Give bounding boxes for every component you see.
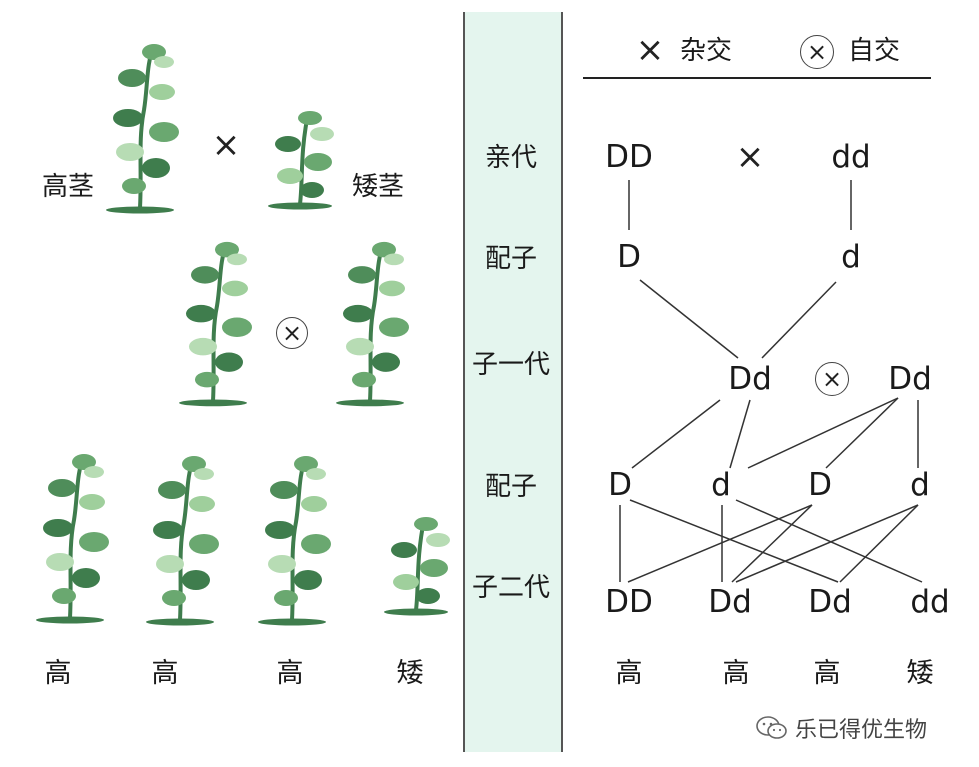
genetics-cross-symbol: × xyxy=(735,137,765,177)
f2-genotype-4: dd xyxy=(910,584,950,620)
wechat-icon xyxy=(756,716,787,739)
f2-phenotype-4: 矮 xyxy=(906,658,934,689)
generation-label-f2: 子二代 xyxy=(471,573,551,603)
genetics-self-symbol: × xyxy=(815,362,849,396)
generation-band xyxy=(463,12,563,752)
f2-genotype-3: Dd xyxy=(808,584,852,620)
f1-genotype-2: Dd xyxy=(888,361,932,397)
left-f2-label-2: 高 xyxy=(151,658,179,689)
parent-genotype-2: dd xyxy=(831,139,871,175)
f1-gamete-2: d xyxy=(711,467,731,503)
legend-divider xyxy=(583,77,931,79)
left-f2-label-1: 高 xyxy=(44,658,72,689)
legend-self-label: 自交 xyxy=(848,36,901,66)
f2-phenotype-2: 高 xyxy=(722,658,750,689)
generation-label-gametes-1: 配子 xyxy=(484,244,538,274)
parent-tall-label: 高茎 xyxy=(42,172,95,202)
f2-phenotype-1: 高 xyxy=(615,658,643,689)
f1-gamete-3: D xyxy=(808,467,832,503)
parent-gamete-2: d xyxy=(841,239,861,275)
generation-label-f1: 子一代 xyxy=(471,350,551,380)
f1-genotype-1: Dd xyxy=(728,361,772,397)
left-f2-label-4: 矮 xyxy=(396,658,424,689)
legend-cross-label: 杂交 xyxy=(680,36,733,66)
parent-cross-symbol: × xyxy=(211,125,241,165)
generation-label-parents: 亲代 xyxy=(484,143,538,173)
parent-gamete-1: D xyxy=(617,239,641,275)
parent-short-label: 矮茎 xyxy=(352,172,405,202)
generation-label-gametes-2: 配子 xyxy=(484,472,538,502)
watermark: 乐已得优生物 xyxy=(755,712,927,744)
legend-cross-symbol: × xyxy=(635,30,665,70)
f2-genotype-1: DD xyxy=(605,584,653,620)
f1-gamete-1: D xyxy=(608,467,632,503)
f1-gamete-4: d xyxy=(910,467,930,503)
f1-self-symbol: × xyxy=(276,317,308,349)
f2-genotype-2: Dd xyxy=(708,584,752,620)
parent-genotype-1: DD xyxy=(605,139,653,175)
f2-phenotype-3: 高 xyxy=(813,658,841,689)
watermark-text: 乐已得优生物 xyxy=(795,718,928,743)
legend-self-symbol: × xyxy=(800,35,834,69)
left-f2-label-3: 高 xyxy=(276,658,304,689)
